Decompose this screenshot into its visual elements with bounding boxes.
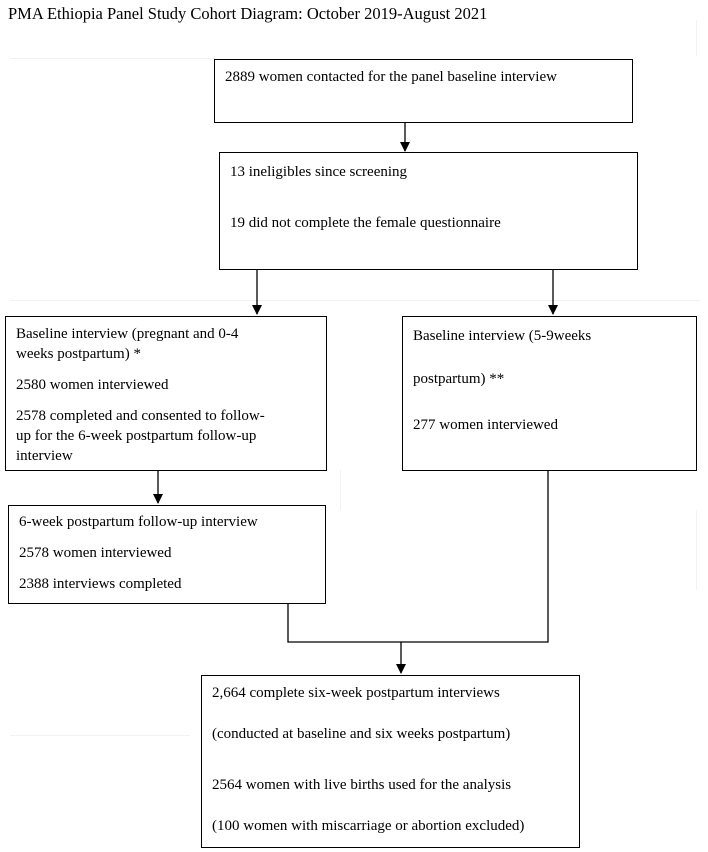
incomplete-questionnaire-text: 19 did not complete the female questionn… [230, 215, 501, 231]
faint-rule [10, 735, 190, 736]
contacted-text: 2889 women contacted for the panel basel… [225, 69, 557, 85]
baseline-early-heading-1: Baseline interview (pregnant and 0-4 [16, 326, 239, 342]
final-live-births: 2564 women with live births used for the… [212, 777, 512, 793]
diagram-title: PMA Ethiopia Panel Study Cohort Diagram:… [8, 4, 488, 23]
faint-rule [696, 20, 697, 56]
box-baseline-early: Baseline interview (pregnant and 0-4 wee… [5, 316, 327, 471]
faint-rule [10, 300, 700, 301]
faint-rule [696, 510, 697, 590]
faint-rule [340, 470, 341, 510]
baseline-late-heading-2: postpartum) ** [413, 371, 505, 387]
final-conducted-note: (conducted at baseline and six weeks pos… [212, 726, 511, 742]
baseline-early-consented-2: up for the 6-week postpartum follow-up [16, 428, 257, 444]
baseline-early-consented-3: interview [16, 448, 73, 464]
baseline-early-consented-1: 2578 completed and consented to follow- [16, 408, 265, 424]
box-final: 2,664 complete six-week postpartum inter… [201, 675, 580, 848]
box-contacted: 2889 women contacted for the panel basel… [214, 59, 633, 123]
connector-followup-to-final [287, 604, 401, 643]
connector-baseline-late-to-final [401, 471, 549, 643]
baseline-early-heading-2: weeks postpartum) * [16, 346, 141, 362]
followup-interviewed: 2578 women interviewed [19, 545, 172, 561]
baseline-early-interviewed: 2580 women interviewed [16, 377, 169, 393]
followup-heading: 6-week postpartum follow-up interview [19, 514, 258, 530]
ineligibles-text: 13 ineligibles since screening [230, 164, 408, 180]
box-excluded: 13 ineligibles since screening 19 did no… [219, 152, 638, 270]
final-complete-interviews: 2,664 complete six-week postpartum inter… [212, 685, 500, 701]
baseline-late-interviewed: 277 women interviewed [413, 417, 558, 433]
faint-rule [10, 58, 215, 59]
baseline-late-heading-1: Baseline interview (5-9weeks [413, 328, 592, 344]
followup-completed: 2388 interviews completed [19, 576, 182, 592]
final-excluded-note: (100 women with miscarriage or abortion … [212, 818, 525, 834]
box-followup: 6-week postpartum follow-up interview 25… [8, 505, 326, 604]
box-baseline-late: Baseline interview (5-9weeks postpartum)… [402, 316, 697, 471]
